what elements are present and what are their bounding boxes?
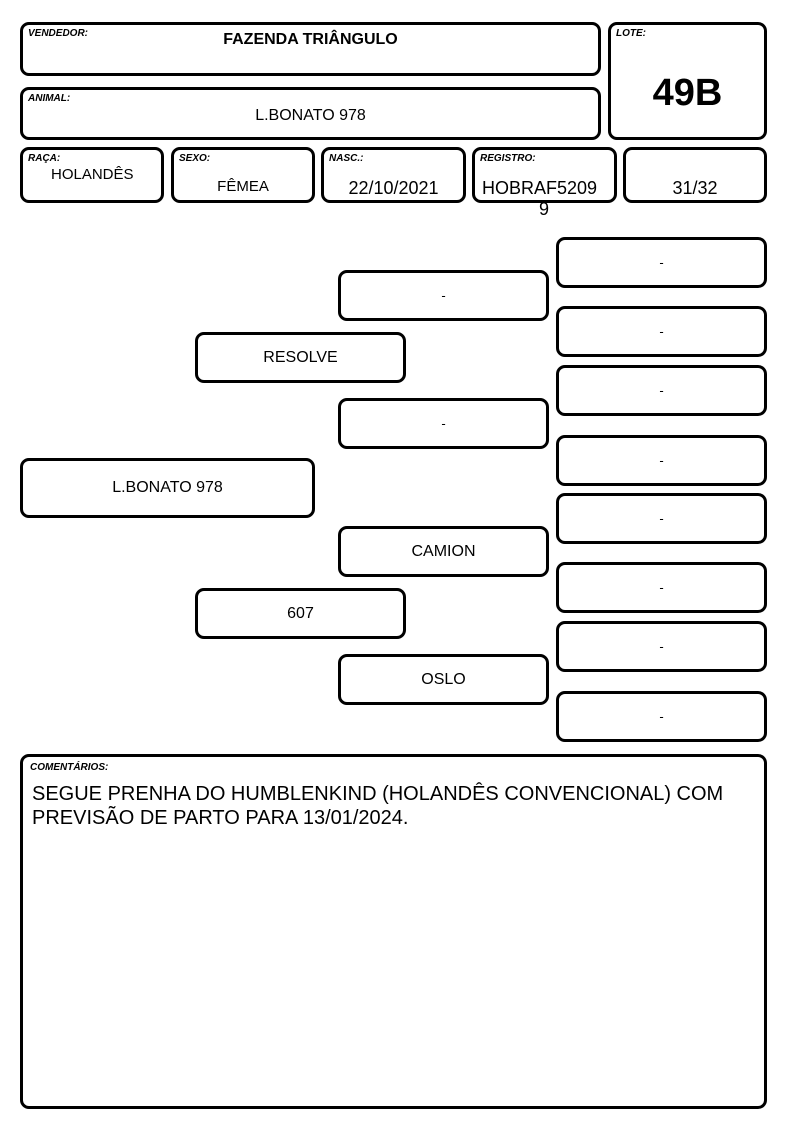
great-grandparent-4: - <box>556 435 767 486</box>
comments-line-1: SEGUE PRENHA DO HUMBLENKIND (HOLANDÊS CO… <box>32 783 724 805</box>
great-grandparent-6: - <box>556 562 767 613</box>
great-grandparent-3: - <box>556 365 767 416</box>
dam-sire: CAMION <box>338 526 549 577</box>
great-grandparent-1: - <box>556 237 767 288</box>
registro-label: REGISTRO: <box>480 153 536 164</box>
comments-box: COMENTÁRIOS: SEGUE PRENHA DO HUMBLENKIND… <box>20 754 767 1109</box>
sire: RESOLVE <box>195 332 406 383</box>
nasc-value: 22/10/2021 <box>348 178 439 198</box>
lote-value: 49B <box>652 72 723 114</box>
raca-value: HOLANDÊS <box>51 166 134 183</box>
registro-value-overflow: 9 <box>539 199 550 219</box>
great-grandparent-7: - <box>556 621 767 672</box>
sexo-label: SEXO: <box>179 153 211 164</box>
animal-box: ANIMAL: L.BONATO 978 <box>20 87 601 140</box>
comments-text: SEGUE PRENHA DO HUMBLENKIND (HOLANDÊS CO… <box>32 782 723 830</box>
animal-label: ANIMAL: <box>28 93 71 104</box>
lote-label: LOTE: <box>616 28 646 39</box>
pedigree-animal: L.BONATO 978 <box>20 458 315 518</box>
registro-value: HOBRAF5209 <box>482 178 598 198</box>
nasc-label: NASC.: <box>329 153 364 164</box>
animal-value: L.BONATO 978 <box>255 107 366 124</box>
lote-box: LOTE: 49B <box>608 22 767 140</box>
raca-box: RAÇA: HOLANDÊS <box>20 147 164 203</box>
nasc-box: NASC.: 22/10/2021 <box>321 147 466 203</box>
great-grandparent-8: - <box>556 691 767 742</box>
grau-value: 31/32 <box>672 178 718 198</box>
grau-box: 31/32 <box>623 147 767 203</box>
sexo-value: FÊMEA <box>217 178 269 195</box>
sire-sire: - <box>338 270 549 321</box>
great-grandparent-2: - <box>556 306 767 357</box>
comments-line-2: PREVISÃO DE PARTO PARA 13/01/2024. <box>32 807 409 829</box>
sexo-box: SEXO: FÊMEA <box>171 147 315 203</box>
sire-dam: - <box>338 398 549 449</box>
registro-box: REGISTRO: HOBRAF5209 <box>472 147 617 203</box>
raca-label: RAÇA: <box>28 153 61 164</box>
vendedor-label: VENDEDOR: <box>28 28 89 39</box>
vendedor-box: VENDEDOR: FAZENDA TRIÂNGULO <box>20 22 601 76</box>
vendedor-value: FAZENDA TRIÂNGULO <box>223 31 398 48</box>
dam-dam: OSLO <box>338 654 549 705</box>
great-grandparent-5: - <box>556 493 767 544</box>
dam: 607 <box>195 588 406 639</box>
comments-label: COMENTÁRIOS: <box>30 762 109 773</box>
